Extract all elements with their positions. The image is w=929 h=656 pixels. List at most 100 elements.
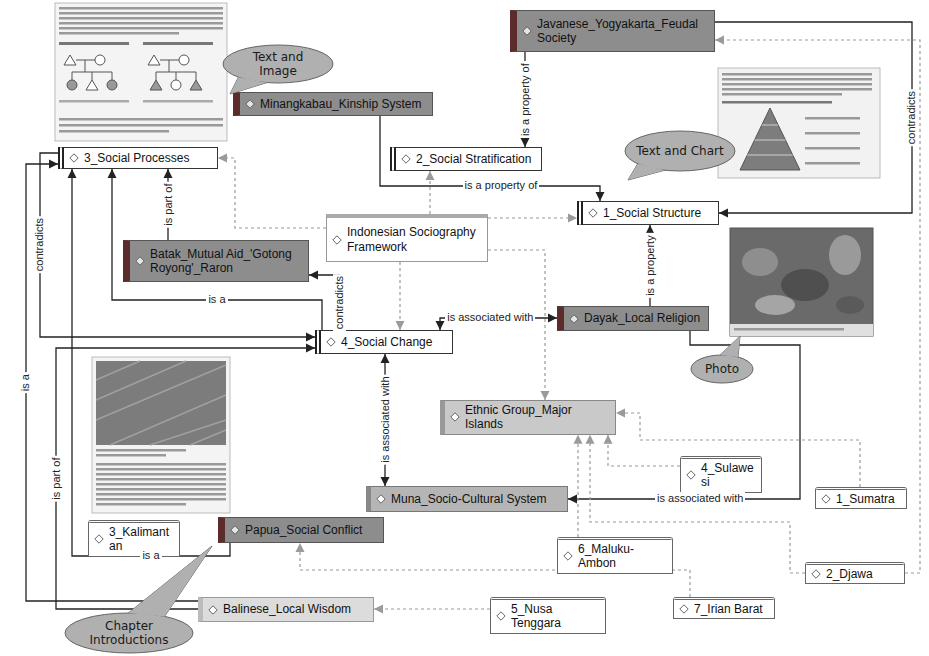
kinship-female [95, 55, 105, 65]
text-line [805, 117, 860, 120]
text-line [722, 88, 872, 91]
thumbnail-frame [55, 3, 227, 141]
diamond-icon [94, 534, 104, 544]
text-line [722, 73, 872, 76]
arrow-head [436, 321, 445, 330]
text-line [143, 100, 213, 103]
text-line [59, 42, 129, 45]
diamond-icon [208, 605, 218, 615]
text-line [96, 468, 226, 471]
kinship-male [86, 80, 98, 90]
concept-box: Indonesian Sociography Framework [326, 214, 488, 262]
thumbnail-text-chart [718, 68, 880, 178]
node-text: 4_Sulawesi [701, 459, 761, 492]
concept-box: Dayak_Local Religion [557, 306, 709, 331]
arrow-head [586, 435, 595, 444]
node-text: 1_Sumatra [836, 490, 906, 508]
callout-tail-fill [628, 164, 665, 180]
text-line [722, 101, 832, 104]
edge-label: is associated with [378, 375, 391, 465]
kinship-male [190, 80, 202, 90]
island-box: 4_Sulawesi [680, 456, 762, 493]
diamond-icon-shape [333, 235, 341, 243]
arrow-head [715, 36, 724, 45]
diamond-icon [588, 208, 598, 218]
arrow-head [309, 271, 318, 280]
diamond-icon-shape [95, 535, 103, 543]
pyramid-chart [740, 108, 800, 170]
diamond-icon [821, 494, 831, 504]
text-line [59, 32, 179, 35]
concept-box: Ethnic Group_Major Islands [440, 400, 616, 435]
callout-tail-fill [230, 77, 267, 94]
diamond-icon-shape [570, 314, 578, 322]
arrow-head [596, 192, 605, 201]
diamond-icon-shape [680, 605, 688, 613]
photo-figure [742, 248, 778, 276]
text-line [59, 27, 223, 30]
concept-box: Javanese_Yogyakarta_Feudal Society [510, 10, 715, 52]
island-box: 5_Nusa Tenggara [490, 597, 606, 634]
arrow-head [604, 435, 613, 444]
thumbnail-frame [718, 68, 880, 178]
kinship-male [148, 55, 160, 65]
edge-label: is associated with [655, 492, 745, 505]
arrow-head [426, 171, 435, 180]
edge-label: is a [19, 372, 32, 393]
concept-box: 3_Social Processes [58, 147, 218, 169]
text-line [59, 7, 223, 10]
photo-figure [836, 296, 864, 314]
thumbnail-frame [92, 357, 230, 513]
connector-line [40, 153, 315, 337]
concept-box: Muna_Socio-Cultural System [366, 486, 568, 512]
connector-line [608, 435, 680, 466]
arrow-head [108, 169, 117, 178]
island-box: 6_Maluku-Ambon [557, 537, 673, 574]
arrow-head [521, 138, 530, 147]
diamond-icon-shape [564, 552, 572, 560]
text-line [143, 42, 213, 45]
concept-box: 4_Social Change [315, 330, 453, 354]
dashed-connector [218, 154, 326, 229]
callout-bubble: Photo [690, 354, 754, 384]
connector-line [715, 40, 920, 573]
diamond-icon [69, 153, 79, 163]
diamond-icon [332, 235, 342, 245]
callout-ellipse [691, 355, 753, 383]
node-text: Ethnic Group_Major Islands [465, 401, 615, 434]
text-line [59, 17, 223, 20]
diamond-icon [811, 569, 821, 579]
diamond-icon-shape [70, 154, 78, 162]
diamond-icon-shape [209, 605, 217, 613]
text-line [805, 132, 860, 135]
arrow-head [68, 169, 77, 178]
arrow-head [374, 605, 383, 614]
text-line [722, 83, 872, 86]
arrow-head [719, 209, 728, 218]
concept-box: Papua_Social Conflict [218, 517, 384, 543]
diamond-icon-shape [327, 338, 335, 346]
connector-line [577, 435, 578, 537]
text-line [96, 498, 226, 501]
diamond-icon [563, 551, 573, 561]
node-text: Text and Image [222, 50, 334, 79]
diamond-icon [522, 26, 532, 36]
connector-line [374, 608, 490, 609]
text-line [59, 100, 129, 103]
callout-bubble: Text and Image [222, 44, 334, 84]
text-line [96, 463, 226, 466]
diamond-icon [679, 604, 689, 614]
connector-line [715, 22, 912, 213]
arrow-head [574, 435, 583, 444]
kinship-female [67, 80, 77, 90]
photo-figure [781, 269, 829, 301]
diamond-icon [230, 525, 240, 535]
kinship-male [150, 80, 162, 90]
diamond-icon-shape [377, 495, 385, 503]
text-line [96, 493, 226, 496]
text-line [59, 130, 169, 133]
diamond-icon [135, 256, 145, 266]
dashed-connector [488, 250, 550, 400]
arrow-head [381, 477, 390, 486]
node-text: Indonesian Sociography Framework [347, 223, 487, 256]
